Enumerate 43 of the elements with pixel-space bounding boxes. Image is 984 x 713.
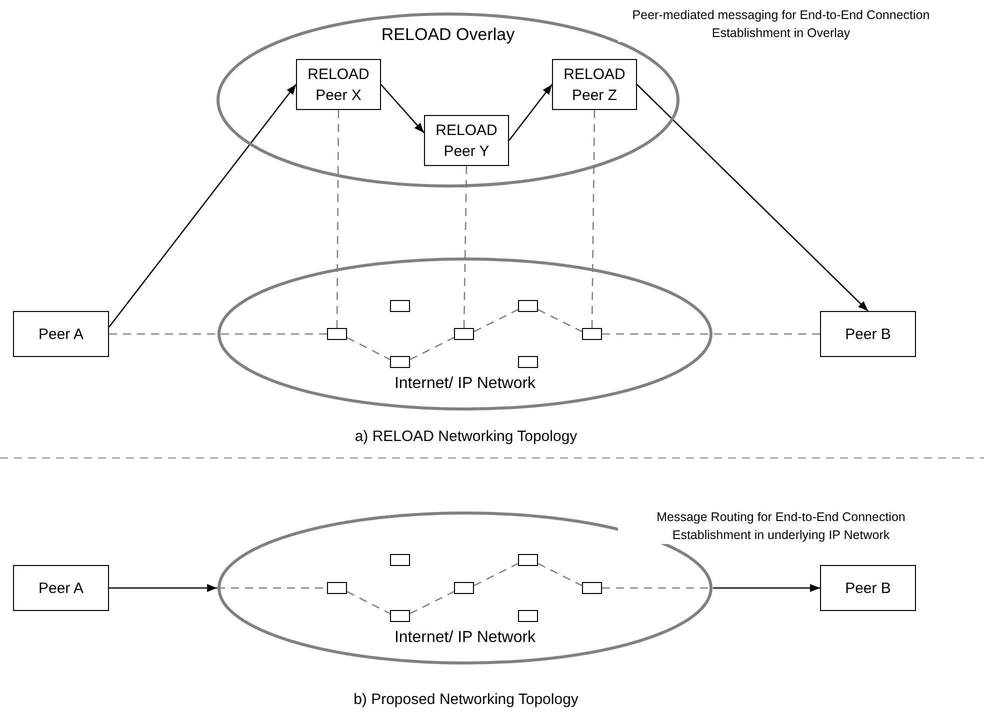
dashed-line [474,563,518,586]
node-box [518,356,538,368]
peer-box: RELOAD Peer Z [552,59,637,110]
dashed-line [410,337,454,360]
node-box [454,328,474,340]
node-box [582,328,602,340]
dashed-line [336,110,340,328]
node-box [327,582,347,594]
node-box [518,300,538,312]
node-box [518,610,538,622]
node-box [327,328,347,340]
dashed-line [109,333,327,335]
region-title: RELOAD Overlay [381,24,515,46]
arrow [713,584,820,592]
node-box [390,300,410,312]
peer-box: RELOAD Peer Y [424,115,509,166]
dashed-line [538,309,582,332]
dashed-line [602,333,820,335]
peer-box: Peer B [820,565,916,611]
arrow [380,84,424,134]
peer-box: RELOAD Peer X [296,59,381,110]
peer-box: Peer A [13,311,109,357]
node-box [454,582,474,594]
dashed-line [346,591,390,614]
arrow [108,84,297,328]
dashed-line [591,110,596,328]
node-box [390,610,410,622]
node-box [582,582,602,594]
dashed-line [410,591,454,614]
dashed-line [474,309,518,332]
dashed-line [346,337,390,360]
node-box [390,554,410,566]
peer-box: Peer B [820,311,916,357]
dashed-line [538,563,582,586]
node-box [390,356,410,368]
peer-box: Peer A [13,565,109,611]
region-title: Internet/ IP Network [394,628,536,648]
arrow [636,84,868,312]
arrow [109,584,217,592]
dashed-line [463,166,468,328]
node-box [518,554,538,566]
arrow [508,84,553,141]
region-title: Internet/ IP Network [394,374,536,394]
